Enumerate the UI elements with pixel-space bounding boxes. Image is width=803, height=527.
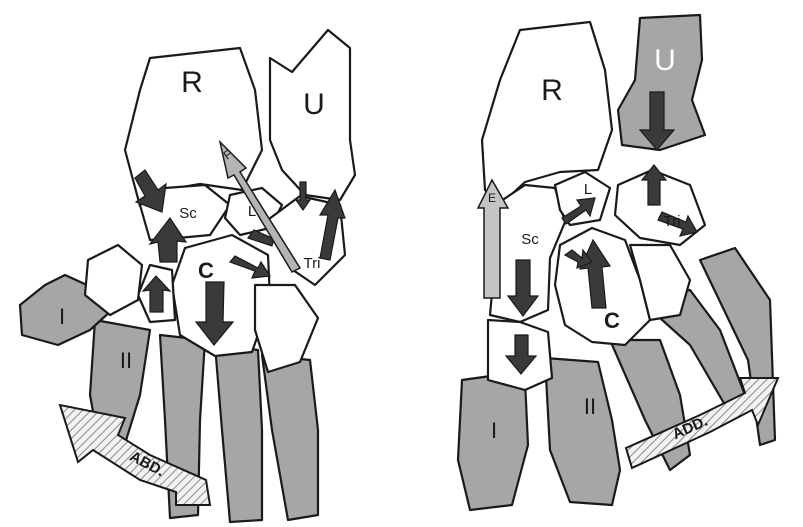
label-radius-left: R — [181, 66, 203, 99]
label-scaphoid-right: Sc — [521, 231, 539, 248]
label-force-right: E — [488, 191, 496, 205]
label-capitate-right: C — [604, 308, 620, 333]
metacarpal-5-left — [262, 355, 318, 520]
label-triquetrum-left: Tri — [304, 255, 321, 272]
label-capitate-left: C — [198, 258, 214, 283]
right-panel — [458, 15, 778, 510]
label-metacarpal-1-left: I — [59, 304, 65, 329]
label-lunate-left: L — [248, 203, 256, 220]
metacarpal-4-left — [215, 345, 262, 522]
label-ulna-left: U — [303, 88, 325, 121]
label-metacarpal-2-right: II — [584, 394, 596, 419]
metacarpal-2-right — [545, 358, 620, 505]
label-ulna-right: U — [654, 44, 676, 77]
label-scaphoid-left: Sc — [179, 205, 197, 222]
label-radius-right: R — [541, 74, 563, 107]
label-metacarpal-2-left: II — [120, 348, 132, 373]
label-triquetrum-right: Tri — [664, 213, 681, 230]
label-metacarpal-1-right: I — [491, 418, 497, 443]
label-lunate-right: L — [584, 181, 592, 198]
